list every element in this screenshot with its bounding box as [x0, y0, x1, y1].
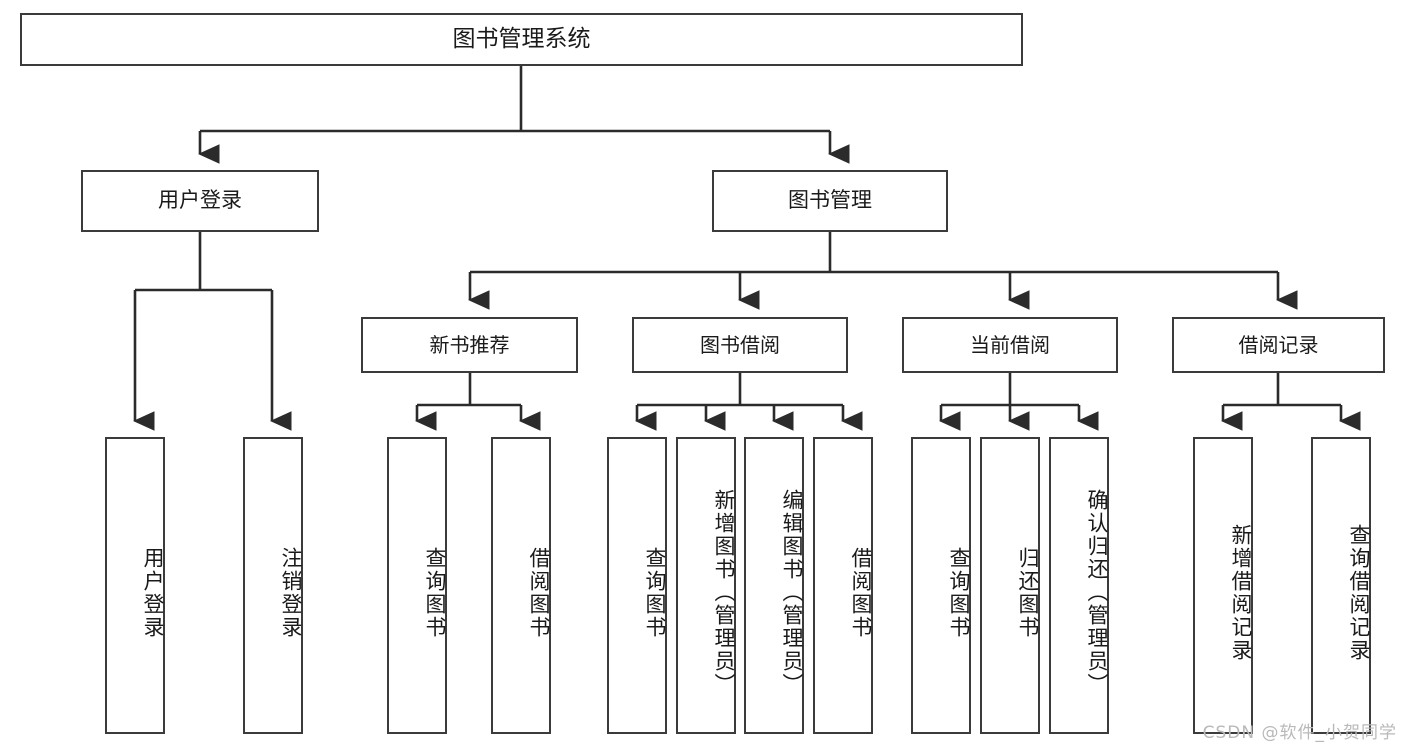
leaf-query-borrow-record[interactable]: 查询借阅记录 [1311, 437, 1371, 734]
leaf-borrow-book-label: 借阅图书 [849, 546, 873, 639]
node-book-borrow-label: 图书借阅 [700, 332, 780, 357]
node-borrow-record-label: 借阅记录 [1238, 332, 1319, 357]
node-book-management-label: 图书管理 [788, 188, 872, 213]
node-book-borrow[interactable]: 图书借阅 [632, 317, 848, 373]
leaf-borrow-book[interactable]: 借阅图书 [813, 437, 873, 734]
leaf-query-book-borrow[interactable]: 查询图书 [607, 437, 667, 734]
leaf-logout[interactable]: 注销登录 [243, 437, 303, 734]
leaf-add-borrow-record[interactable]: 新增借阅记录 [1193, 437, 1253, 734]
csdn-watermark: CSDN @软件_小贺同学 [1202, 723, 1397, 743]
node-root-label: 图书管理系统 [452, 25, 591, 52]
node-book-management[interactable]: 图书管理 [712, 170, 948, 232]
leaf-confirm-return-admin[interactable]: 确认归还（管理员） [1049, 437, 1109, 734]
leaf-query-book-new-label: 查询图书 [423, 546, 447, 639]
leaf-edit-book-admin-label: 编辑图书（管理员） [780, 489, 804, 696]
node-user-login-label: 用户登录 [158, 188, 242, 213]
node-root[interactable]: 图书管理系统 [20, 13, 1023, 66]
leaf-user-login[interactable]: 用户登录 [105, 437, 165, 734]
leaf-query-book-new[interactable]: 查询图书 [387, 437, 447, 734]
leaf-query-book-current-label: 查询图书 [947, 546, 971, 639]
node-user-login[interactable]: 用户登录 [81, 170, 319, 232]
leaf-add-borrow-record-label: 新增借阅记录 [1229, 523, 1253, 662]
leaf-return-book-label: 归还图书 [1016, 546, 1040, 639]
leaf-edit-book-admin[interactable]: 编辑图书（管理员） [744, 437, 804, 734]
leaf-query-book-current[interactable]: 查询图书 [911, 437, 971, 734]
leaf-query-book-borrow-label: 查询图书 [643, 546, 667, 639]
leaf-user-login-label: 用户登录 [141, 546, 165, 639]
leaf-add-book-admin[interactable]: 新增图书（管理员） [676, 437, 736, 734]
node-new-book-recommend-label: 新书推荐 [429, 332, 510, 357]
leaf-borrow-book-new[interactable]: 借阅图书 [491, 437, 551, 734]
leaf-query-borrow-record-label: 查询借阅记录 [1347, 523, 1371, 662]
leaf-confirm-return-admin-label: 确认归还（管理员） [1085, 489, 1109, 696]
leaf-add-book-admin-label: 新增图书（管理员） [712, 489, 736, 696]
node-current-borrow-label: 当前借阅 [970, 332, 1050, 357]
node-borrow-record[interactable]: 借阅记录 [1172, 317, 1385, 373]
node-current-borrow[interactable]: 当前借阅 [902, 317, 1118, 373]
leaf-return-book[interactable]: 归还图书 [980, 437, 1040, 734]
leaf-borrow-book-new-label: 借阅图书 [527, 546, 551, 639]
leaf-logout-label: 注销登录 [279, 546, 303, 639]
node-new-book-recommend[interactable]: 新书推荐 [361, 317, 578, 373]
